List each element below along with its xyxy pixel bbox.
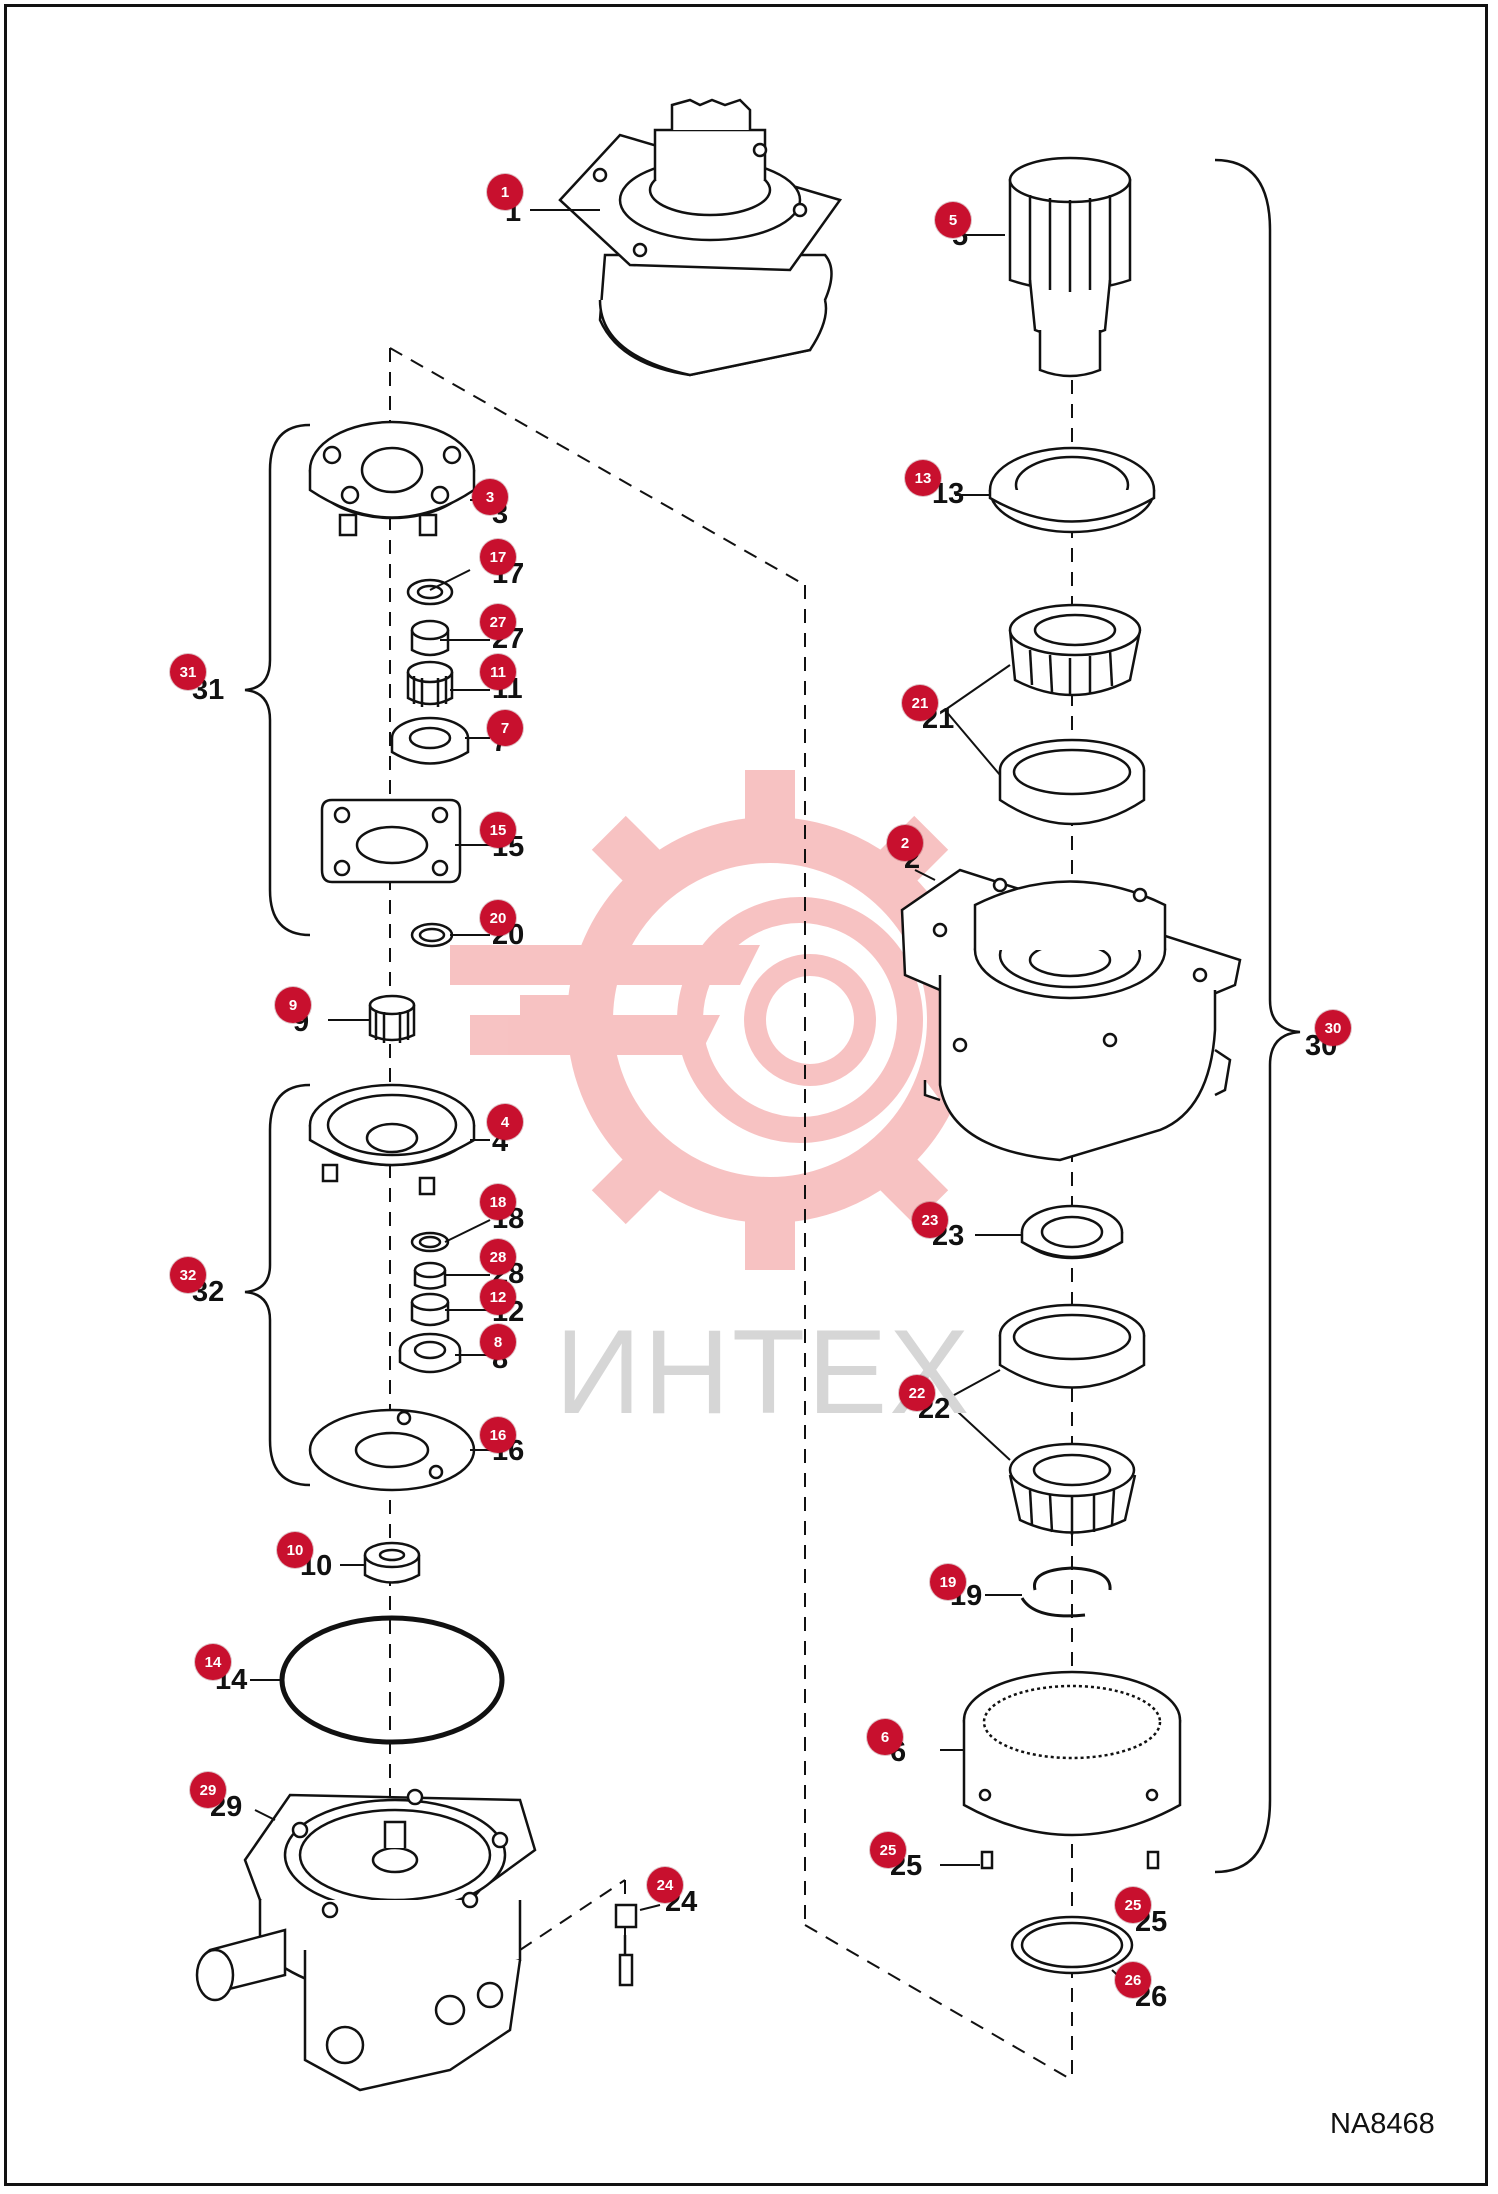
callout-badge-23[interactable]: 23 [912,1202,948,1238]
part-9-sun-gear [368,994,416,1043]
part-25-26-pins-ring [980,1850,1160,1975]
callout-badge-30[interactable]: 30 [1315,1010,1351,1046]
callout-badge-1[interactable]: 1 [487,174,523,210]
callout-badge-19[interactable]: 19 [930,1564,966,1600]
callout-badge-10[interactable]: 10 [277,1532,313,1568]
watermark-text: ИНТЕХ [555,1305,972,1439]
callout-badge-20[interactable]: 20 [480,900,516,936]
callout-badge-22[interactable]: 22 [899,1375,935,1411]
part-21-bearing [998,603,1146,826]
callout-badge-5[interactable]: 5 [935,202,971,238]
callout-badge-2[interactable]: 2 [887,825,923,861]
callout-badge-25-left[interactable]: 25 [870,1832,906,1868]
part-1-motor-housing-top [558,98,843,377]
callout-badge-3[interactable]: 3 [472,479,508,515]
callout-badge-29[interactable]: 29 [190,1772,226,1808]
diagram-frame [4,4,1488,2186]
callout-badge-9[interactable]: 9 [275,987,311,1023]
drawing-reference-code: NA8468 [1330,2108,1435,2140]
part-14-o-ring [279,1615,505,1745]
callout-badge-14[interactable]: 14 [195,1644,231,1680]
part-3-planet-carrier [308,420,476,537]
part-22-bearing [998,1303,1146,1535]
callout-badge-7[interactable]: 7 [487,710,523,746]
callout-badge-6[interactable]: 6 [867,1719,903,1755]
part-19-snap-ring [1020,1566,1112,1618]
callout-badge-15[interactable]: 15 [480,812,516,848]
part-10-sun-gear [363,1541,421,1584]
part-4-planet-carrier [308,1083,476,1196]
leader-lines [250,209,1129,1986]
part-29-hydraulic-motor [195,1788,537,2092]
callout-badge-18[interactable]: 18 [480,1184,516,1220]
group-31-small-parts [320,578,470,948]
callout-badge-12[interactable]: 12 [480,1279,516,1315]
callout-badge-27[interactable]: 27 [480,604,516,640]
callout-badge-28[interactable]: 28 [480,1239,516,1275]
part-13-seal [988,446,1156,534]
callout-badge-16[interactable]: 16 [480,1417,516,1453]
callout-badge-8[interactable]: 8 [480,1324,516,1360]
callout-badge-32[interactable]: 32 [170,1257,206,1293]
group-braces [244,158,1301,1874]
part-23-spacer [1020,1204,1124,1260]
callout-badge-24[interactable]: 24 [647,1867,683,1903]
callout-badge-25-right[interactable]: 25 [1115,1887,1151,1923]
callout-badge-17[interactable]: 17 [480,539,516,575]
part-2-gear-housing [900,868,1242,1162]
callout-badge-21[interactable]: 21 [902,685,938,721]
part-24-bolt [614,1903,638,1987]
group-32-small-parts [308,1231,476,1492]
callout-badge-11[interactable]: 11 [480,654,516,690]
part-6-ring-gear [962,1670,1182,1837]
part-5-pinion-shaft [1008,156,1132,378]
callout-badge-4[interactable]: 4 [487,1104,523,1140]
callout-badge-13[interactable]: 13 [905,460,941,496]
watermark-logo [450,770,1020,1270]
callout-badge-26[interactable]: 26 [1115,1962,1151,1998]
callout-badge-31[interactable]: 31 [170,654,206,690]
